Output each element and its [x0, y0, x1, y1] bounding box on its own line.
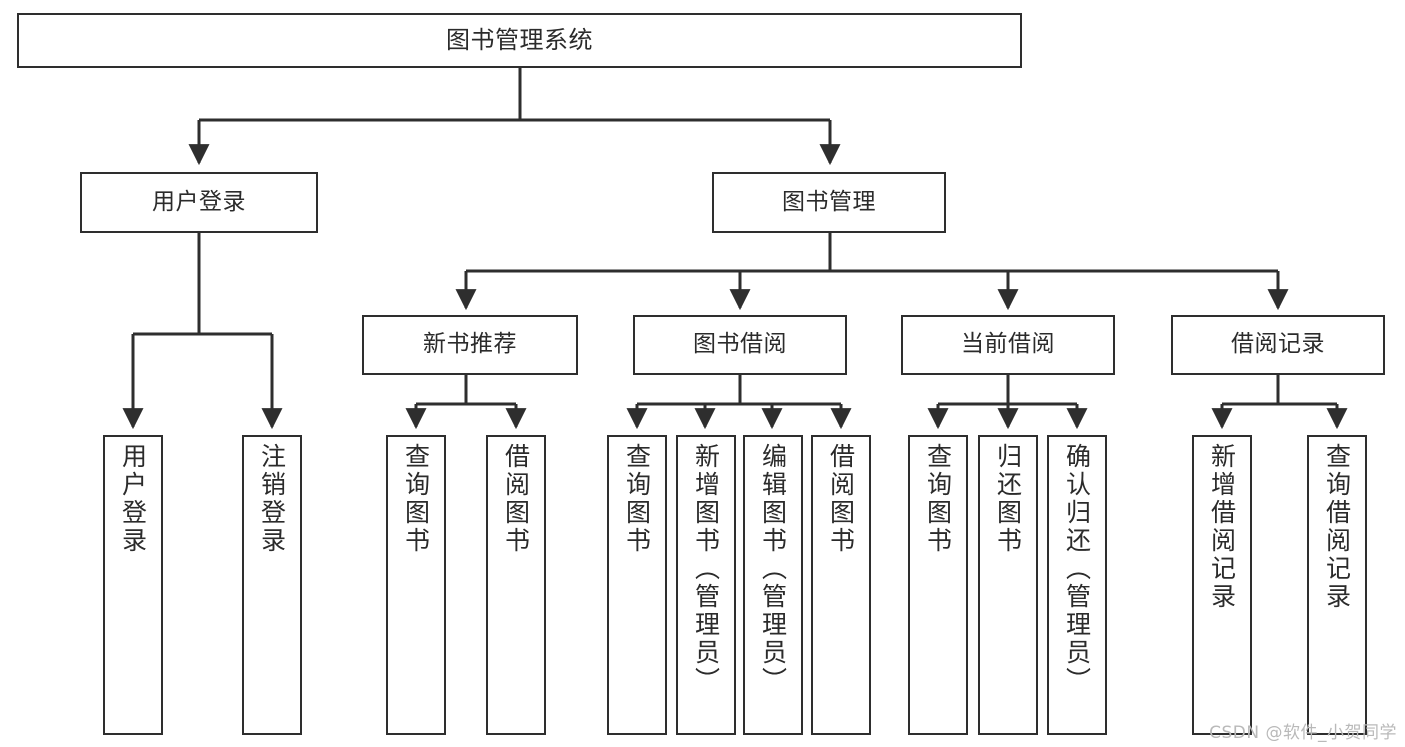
- leaf-book-borrow-query-book[interactable]: 查询图书: [607, 435, 667, 735]
- node-label: 图书管理: [782, 188, 876, 215]
- node-label: 用户登录: [152, 188, 246, 215]
- node-book-management[interactable]: 图书管理: [712, 172, 946, 233]
- leaf-user-login-logout[interactable]: 注销登录: [242, 435, 302, 735]
- csdn-watermark: CSDN @软件_小贺同学: [1209, 723, 1397, 743]
- node-root-book-management-system[interactable]: 图书管理系统: [17, 13, 1022, 68]
- node-label: 查询图书: [923, 443, 953, 555]
- node-label: 当前借阅: [961, 331, 1055, 358]
- node-label: 新增借阅记录: [1207, 443, 1237, 611]
- leaf-borrow-record-query-record[interactable]: 查询借阅记录: [1307, 435, 1367, 735]
- leaf-current-borrow-confirm-return-admin[interactable]: 确认归还（管理员）: [1047, 435, 1107, 735]
- leaf-new-book-query-book[interactable]: 查询图书: [386, 435, 446, 735]
- node-label: 用户登录: [118, 443, 148, 555]
- node-label: 查询借阅记录: [1322, 443, 1352, 611]
- leaf-new-book-borrow-book[interactable]: 借阅图书: [486, 435, 546, 735]
- leaf-current-borrow-query-book[interactable]: 查询图书: [908, 435, 968, 735]
- node-new-book-recommend[interactable]: 新书推荐: [362, 315, 578, 375]
- node-label: 查询图书: [401, 443, 431, 555]
- node-label: 新增图书（管理员）: [691, 443, 721, 695]
- node-label: 图书借阅: [693, 331, 787, 358]
- node-label: 借阅图书: [826, 443, 856, 555]
- leaf-book-borrow-edit-book-admin[interactable]: 编辑图书（管理员）: [743, 435, 803, 735]
- leaf-borrow-record-add-record[interactable]: 新增借阅记录: [1192, 435, 1252, 735]
- node-label: 确认归还（管理员）: [1062, 443, 1092, 695]
- node-label: 新书推荐: [423, 331, 517, 358]
- node-label: 编辑图书（管理员）: [758, 443, 788, 695]
- leaf-user-login-login[interactable]: 用户登录: [103, 435, 163, 735]
- leaf-book-borrow-add-book-admin[interactable]: 新增图书（管理员）: [676, 435, 736, 735]
- node-book-borrow[interactable]: 图书借阅: [633, 315, 847, 375]
- node-label: 查询图书: [622, 443, 652, 555]
- node-borrow-record[interactable]: 借阅记录: [1171, 315, 1385, 375]
- node-label: 借阅图书: [501, 443, 531, 555]
- node-user-login[interactable]: 用户登录: [80, 172, 318, 233]
- node-label: 归还图书: [993, 443, 1023, 555]
- node-label: 注销登录: [257, 443, 287, 555]
- leaf-book-borrow-borrow-book[interactable]: 借阅图书: [811, 435, 871, 735]
- node-current-borrow[interactable]: 当前借阅: [901, 315, 1115, 375]
- node-label: 图书管理系统: [446, 26, 593, 55]
- node-label: 借阅记录: [1231, 331, 1325, 358]
- leaf-current-borrow-return-book[interactable]: 归还图书: [978, 435, 1038, 735]
